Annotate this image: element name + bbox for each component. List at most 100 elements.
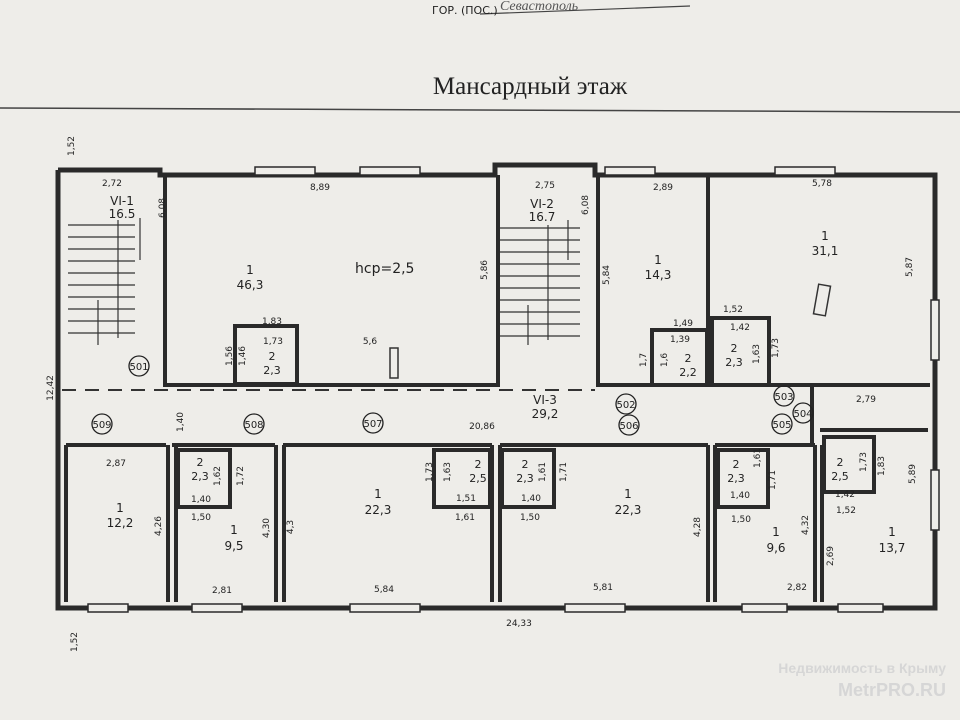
dimension-labels-vertical: 1,52 6,08 6,08 5,86 5,84 5,87 1,56 1,46 … [46,136,918,652]
room-area: 46,3 [237,278,264,292]
dimension: 4,26 [154,516,164,536]
dimension: 1,52 [67,136,77,156]
dimension: 2,89 [653,183,673,193]
dimension: 5,87 [905,257,915,277]
room-number: 1 [888,525,896,539]
dimension: 1,7 [639,353,649,367]
dimension: 1,71 [559,462,569,482]
unit-number: 506 [619,421,638,432]
room-area: 14,3 [645,268,672,282]
unit-number: 505 [772,420,791,431]
dimension: 1,61 [538,462,548,482]
dimension: 1,6 [660,353,670,368]
dimension: 1,42 [730,323,750,333]
room-area: 16.5 [109,207,136,221]
stairs-left [68,218,141,345]
dimension: 5,6 [363,337,378,347]
dimension: 1,51 [456,494,476,504]
dimension: 1,62 [213,466,223,486]
unit-number: 502 [616,400,635,411]
city-label: ГОР. (ПОС.) [432,4,498,17]
outer-walls [55,162,938,611]
room-area: 2,2 [679,366,697,379]
dimension: 1,42 [835,490,855,500]
room-number: 1 [821,229,829,243]
dimension: 1,83 [262,317,282,327]
room-number: 1 [116,501,124,515]
dimension: 6,08 [581,195,591,215]
dimension: 5,89 [908,464,918,484]
dimension: 12,42 [46,375,56,401]
room-area: 12,2 [107,516,134,530]
stairs-right [500,220,580,345]
dimension: 5,84 [602,265,612,285]
room-area: 29,2 [532,407,559,421]
dimension: 2,82 [787,583,807,593]
room-number: 2 [837,456,844,469]
unit-number: 504 [793,409,812,420]
room-number: VI-3 [533,393,557,407]
dimension: 1,50 [520,513,540,523]
room-area: 2,5 [831,470,849,483]
room-area: 2,3 [727,472,745,485]
room-number: 2 [475,458,482,471]
room-number: VI-1 [110,194,134,208]
unit-number: 507 [363,419,382,430]
dimension: 4,28 [693,517,703,537]
room-area: 22,3 [365,503,392,517]
inner-walls [64,175,930,602]
room-area: 16.7 [529,210,556,224]
room-number: 1 [654,253,662,267]
dimension: 1,52 [723,305,743,315]
dimension: 1,40 [521,494,541,504]
room-number: 2 [269,350,276,363]
room-number: VI-2 [530,197,554,211]
dimension: 24,33 [506,619,532,629]
unit-markers: 501 502 503 504 505 506 507 508 509 [91,355,814,436]
dimension: 1,40 [176,412,186,432]
room-number: 2 [197,456,204,469]
dimension: 5,81 [593,583,613,593]
dimension: 1,61 [455,513,475,523]
dimension: 4,30 [262,518,272,538]
room-area: 31,1 [812,244,839,258]
dimension: 1,83 [877,456,887,476]
room-area: 9,6 [766,541,785,555]
dimension: 1,73 [263,337,283,347]
dimension: 1,39 [670,335,690,345]
dimension: 1,72 [236,466,246,486]
room-number: 1 [624,487,632,501]
dimension: 6,08 [158,198,168,218]
dimension: 1,56 [225,346,235,366]
dimension: 1,50 [191,513,211,523]
unit-number: 503 [774,392,793,403]
dimension: 1,50 [731,515,751,525]
dimension: 2,75 [535,181,555,191]
dimension: 2,79 [856,395,876,405]
watermark-line-1: Недвижимость в Крыму [778,660,946,676]
windows [87,166,940,613]
room-number: 1 [772,525,780,539]
room-number: 1 [374,487,382,501]
dimension: 1,52 [70,632,80,652]
dimension-labels: 2,72 8,89 2,75 2,89 5,78 1,83 1,73 5,6 1… [102,179,876,629]
dimension: 1,46 [238,346,248,366]
unit-number: 508 [244,420,263,431]
unit-number: 501 [129,362,148,373]
dimension: 1,63 [443,462,453,482]
dimension: 8,89 [310,183,330,193]
room-area: 9,5 [224,539,243,553]
room-number: 2 [685,352,692,365]
room-area: 2,3 [263,364,281,377]
unit-number: 509 [92,420,111,431]
room-labels: VI-1 16.5 1 46,3 2 2,3 VI-2 16.7 1 14,3 … [107,194,906,555]
floor-title: Мансардный этаж [433,73,628,100]
dimension: 1,40 [191,495,211,505]
dimension: 4,32 [801,515,811,535]
dimension: 1,40 [730,491,750,501]
dimension: 5,84 [374,585,394,595]
dimension: 1,73 [859,452,869,472]
room-area: 2,3 [191,470,209,483]
room-number: 2 [731,342,738,355]
